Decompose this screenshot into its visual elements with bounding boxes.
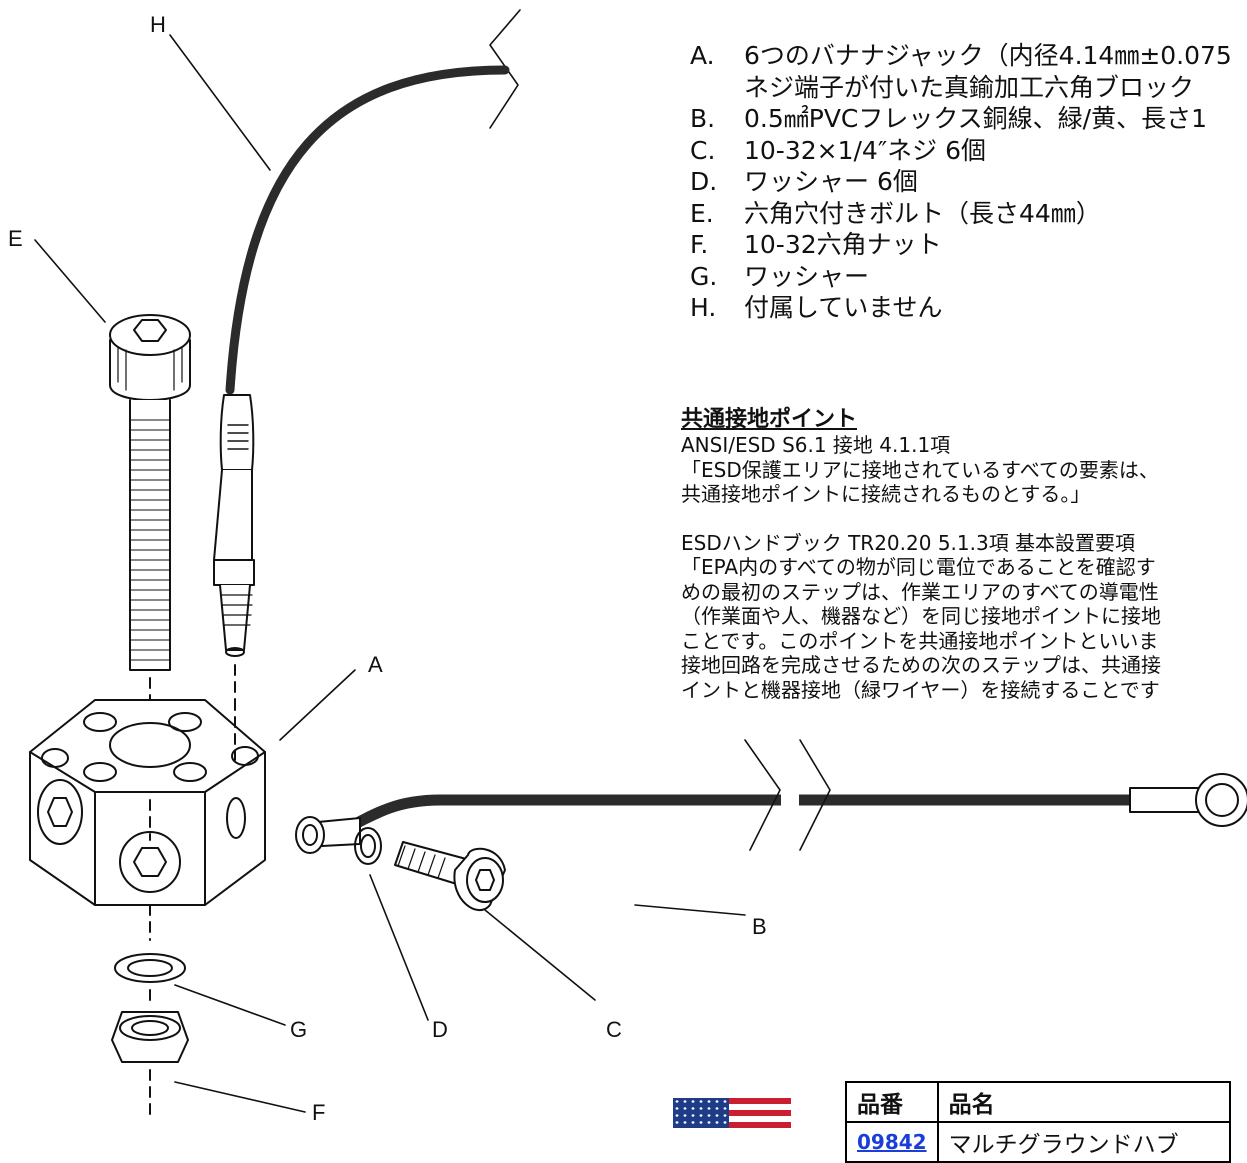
part-number-link[interactable]: 09842	[857, 1130, 927, 1154]
parts-list-item: ネジ端子が付いた真鍮加工六角ブロック	[690, 72, 1247, 104]
parts-list-item: C. 10-32×1/4″ネジ 6個	[690, 135, 1247, 167]
part-text: ワッシャー	[744, 261, 870, 291]
parts-list-item: B. 0.5㎟PVCフレックス銅線、緑/黄、長さ1	[690, 103, 1247, 135]
part-key: C.	[690, 135, 716, 165]
part-text: ネジ端子が付いた真鍮加工六角ブロック	[744, 72, 1195, 102]
quote-line: 共通接地ポイントに接続されるものとする。」	[681, 482, 1091, 506]
hex-nut-part	[111, 989, 189, 1121]
section-heading: 共通接地ポイント	[681, 407, 858, 432]
quote-line: 接地回路を完成させるための次のステップは、共通接	[681, 653, 1161, 677]
cap-screw-part	[394, 841, 506, 911]
part-text: 六角穴付きボルト（長さ44㎜）	[744, 198, 1101, 228]
quote-line: 「EPA内のすべての物が同じ電位であることを確認す	[681, 555, 1156, 579]
parts-list-item: H. 付属していません	[690, 292, 1247, 324]
exploded-assembly-diagram	[29, 9, 1247, 1121]
part-number-table: 品番 品名 09842 マルチグラウンドハブ	[845, 1081, 1231, 1163]
quote-line: 「ESD保護エリアに接地されているすべての要素は、	[681, 457, 1159, 482]
label-b: B	[752, 914, 767, 939]
parts-list-item: D. ワッシャー 6個	[690, 166, 1247, 198]
part-text: 0.5㎟PVCフレックス銅線、緑/黄、長さ1	[744, 104, 1207, 133]
column-header-product-name: 品名	[936, 1081, 1231, 1123]
product-name-cell: マルチグラウンドハブ	[936, 1121, 1231, 1163]
part-text: 10-32×1/4″ネジ 6個	[744, 135, 987, 165]
part-text: 6つのバナナジャック（内径4.14㎜±0.075	[744, 41, 1232, 70]
part-key: D.	[690, 167, 718, 196]
spacer	[681, 507, 1247, 531]
part-key: A.	[690, 41, 715, 70]
parts-list-item: G. ワッシャー	[690, 261, 1247, 293]
table-row: 09842 マルチグラウンドハブ	[845, 1121, 1231, 1163]
part-key: G.	[690, 261, 718, 291]
column-header-part-number: 品番	[845, 1081, 939, 1123]
parts-list-item: A. 6つのバナナジャック（内径4.14㎜±0.075	[690, 40, 1247, 72]
standard-reference: ANSI/ESD S6.1 接地 4.1.1項	[681, 433, 951, 457]
quote-line: めの最初のステップは、作業エリアのすべての導電性	[681, 579, 1159, 604]
part-key	[690, 72, 744, 104]
banana-plug-lead-part	[212, 9, 521, 701]
part-text: 10-32六角ナット	[744, 230, 942, 259]
part-number-cell: 09842	[845, 1121, 939, 1163]
label-a: A	[368, 652, 383, 677]
label-f: F	[312, 1100, 326, 1125]
washer-d-part	[354, 827, 382, 865]
parts-list: A. 6つのバナナジャック（内径4.14㎜±0.075 ネジ端子が付いた真鍮加工六…	[690, 40, 1247, 324]
label-leader-lines	[34, 34, 746, 1113]
quote-line: （作業面や人、機器など）を同じ接地ポイントに接地	[681, 604, 1161, 628]
part-key: B.	[690, 104, 716, 133]
label-c: C	[606, 1017, 622, 1042]
part-text: 付属していません	[744, 293, 943, 322]
part-key: F.	[690, 230, 709, 259]
part-key: E.	[690, 198, 714, 228]
washer-g-part	[114, 953, 186, 983]
hex-block-part	[29, 699, 266, 941]
hex-socket-bolt-part	[109, 314, 191, 721]
handbook-reference: ESDハンドブック TR20.20 5.1.3項 基本設置要項	[681, 530, 1136, 555]
quote-line: イントと機器接地（緑ワイヤー）を接続することです	[681, 677, 1160, 702]
common-ground-section: 共通接地ポイント ANSI/ESD S6.1 接地 4.1.1項 「ESD保護エ…	[681, 406, 1247, 702]
quote-line: ことです。このポイントを共通接地ポイントといいま	[681, 628, 1159, 653]
us-flag-icon	[673, 1098, 791, 1128]
label-d: D	[432, 1017, 448, 1042]
part-text: ワッシャー 6個	[744, 167, 918, 196]
label-h: H	[150, 12, 166, 37]
part-key: H.	[690, 293, 717, 322]
parts-list-item: E. 六角穴付きボルト（長さ44㎜）	[690, 198, 1247, 230]
ground-cord-part	[295, 739, 1247, 854]
table-header-row: 品番 品名	[845, 1081, 1231, 1123]
label-e: E	[8, 226, 23, 251]
parts-list-item: F. 10-32六角ナット	[690, 229, 1247, 261]
label-g: G	[290, 1017, 308, 1042]
